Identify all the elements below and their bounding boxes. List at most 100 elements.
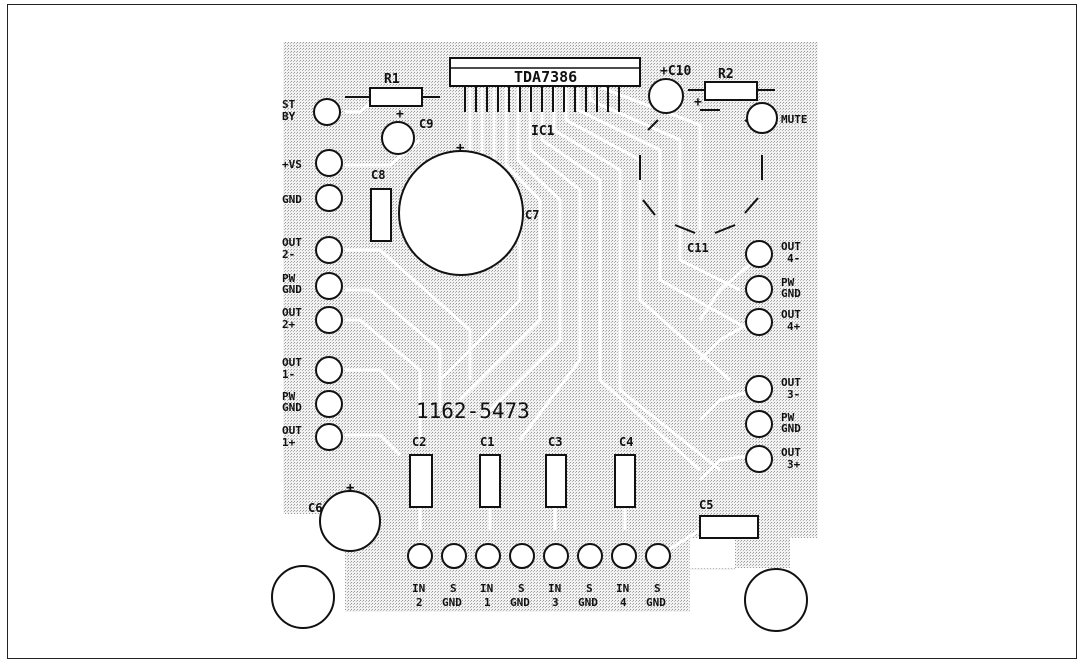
pad-out2-plus xyxy=(315,306,343,334)
c10-plus: + xyxy=(694,95,702,110)
bottom-label-0-a: IN xyxy=(412,582,425,595)
c3-label: C3 xyxy=(548,435,562,449)
pad-in1 xyxy=(475,543,501,569)
pad-s-gnd-c xyxy=(577,543,603,569)
pcb-number: 1162-5473 xyxy=(416,399,530,423)
r1-resistor xyxy=(345,87,440,107)
bottom-label-7-a: S xyxy=(654,582,661,595)
bottom-label-6-b: 4 xyxy=(620,596,627,609)
out2-plus-label-2: 2+ xyxy=(282,318,296,331)
bottom-label-4-a: IN xyxy=(548,582,561,595)
out1-plus-label-2: 1+ xyxy=(282,436,296,449)
pw-gnd-1-label-1: PW xyxy=(282,390,296,403)
bottom-label-1-b: GND xyxy=(442,596,462,609)
pad-gnd xyxy=(315,184,343,212)
out3-minus-label-2: 3- xyxy=(787,388,800,401)
drawing-frame xyxy=(7,4,1077,659)
pw-gnd-1-label-2: GND xyxy=(282,401,302,414)
pad-out4-plus xyxy=(745,308,773,336)
out3-plus-label-1: OUT xyxy=(781,446,801,459)
bottom-label-3-b: GND xyxy=(510,596,530,609)
gnd-label: GND xyxy=(282,193,302,206)
out1-minus-label-1: OUT xyxy=(282,356,302,369)
pad-out4-minus xyxy=(745,240,773,268)
pw-gnd-3-label-2: GND xyxy=(781,422,801,435)
r2-label: R2 xyxy=(718,67,734,82)
mute-label: MUTE xyxy=(781,113,808,126)
c1-capacitor xyxy=(479,454,501,508)
c6-label: C6 xyxy=(308,501,322,515)
pad-pw-gnd-2 xyxy=(315,272,343,300)
out1-plus-label-1: OUT xyxy=(282,424,302,437)
c11-label: C11 xyxy=(687,241,709,255)
bottom-label-2-a: IN xyxy=(480,582,493,595)
bottom-pin-labels: IN 2 S GND IN 1 S GND IN 3 S GND IN 4 S … xyxy=(412,582,666,609)
out4-plus-label-2: 4+ xyxy=(787,320,801,333)
left-pads xyxy=(313,98,343,451)
pad-in4 xyxy=(611,543,637,569)
bottom-label-5-a: S xyxy=(586,582,593,595)
pw-gnd-4-label-2: GND xyxy=(781,287,801,300)
bottom-label-3-a: S xyxy=(518,582,525,595)
ic1-chip xyxy=(449,57,641,112)
right-pin-labels: MUTE OUT 4- PW GND OUT 4+ OUT 3- PW GND … xyxy=(781,113,808,471)
pad-out1-plus xyxy=(315,423,343,451)
out4-plus-label-1: OUT xyxy=(781,308,801,321)
pad-pw-gnd-3 xyxy=(745,410,773,438)
out3-plus-label-2: 3+ xyxy=(787,458,801,471)
c2-label: C2 xyxy=(412,435,426,449)
r2-resistor xyxy=(688,81,775,101)
c10-capacitor xyxy=(648,78,684,114)
c2-capacitor xyxy=(409,454,433,508)
bottom-label-5-b: GND xyxy=(578,596,598,609)
pad-in3 xyxy=(543,543,569,569)
st-by-label-1: ST xyxy=(282,98,296,111)
ic1-ref-label: IC1 xyxy=(531,124,555,139)
c9-capacitor xyxy=(381,121,415,155)
out4-minus-label-1: OUT xyxy=(781,240,801,253)
out1-minus-label-2: 1- xyxy=(282,368,295,381)
bottom-label-6-a: IN xyxy=(616,582,629,595)
out3-minus-label-1: OUT xyxy=(781,376,801,389)
pw-gnd-2-label-2: GND xyxy=(282,283,302,296)
pw-gnd-2-label-1: PW xyxy=(282,272,296,285)
pad-mute xyxy=(746,102,778,134)
pad-s-gnd-a xyxy=(441,543,467,569)
vs-label: +VS xyxy=(282,158,302,171)
c5-capacitor xyxy=(699,515,759,539)
c8-capacitor xyxy=(370,188,392,242)
c4-capacitor xyxy=(614,454,636,508)
c8-label: C8 xyxy=(371,168,385,182)
c6-plus: + xyxy=(346,480,354,496)
c4-label: C4 xyxy=(619,435,633,449)
pw-gnd-4-label-1: PW xyxy=(781,276,795,289)
right-pads xyxy=(745,102,778,473)
pad-out2-minus xyxy=(315,236,343,264)
bottom-label-1-a: S xyxy=(450,582,457,595)
pad-out3-plus xyxy=(745,445,773,473)
c3-capacitor xyxy=(545,454,567,508)
c7-capacitor xyxy=(398,150,524,276)
r1-label: R1 xyxy=(384,72,400,87)
mounting-hole-left xyxy=(271,565,335,629)
pad-in2 xyxy=(407,543,433,569)
c6-capacitor xyxy=(319,490,381,552)
pad-s-gnd-b xyxy=(509,543,535,569)
pad-vs xyxy=(315,149,343,177)
c1-label: C1 xyxy=(480,435,494,449)
pad-pw-gnd-4 xyxy=(745,275,773,303)
pad-out3-minus xyxy=(745,375,773,403)
ic1-part-label: TDA7386 xyxy=(514,68,577,86)
pad-s-gnd-d xyxy=(645,543,671,569)
mounting-hole-right xyxy=(744,568,808,632)
out2-minus-label-1: OUT xyxy=(282,236,302,249)
c7-plus: + xyxy=(456,140,464,156)
c9-plus: + xyxy=(396,107,404,122)
out2-minus-label-2: 2- xyxy=(282,248,295,261)
pad-out1-minus xyxy=(315,356,343,384)
pad-pw-gnd-1 xyxy=(315,390,343,418)
st-by-label-2: BY xyxy=(282,110,296,123)
pad-st-by xyxy=(313,98,341,126)
pw-gnd-3-label-1: PW xyxy=(781,411,795,424)
